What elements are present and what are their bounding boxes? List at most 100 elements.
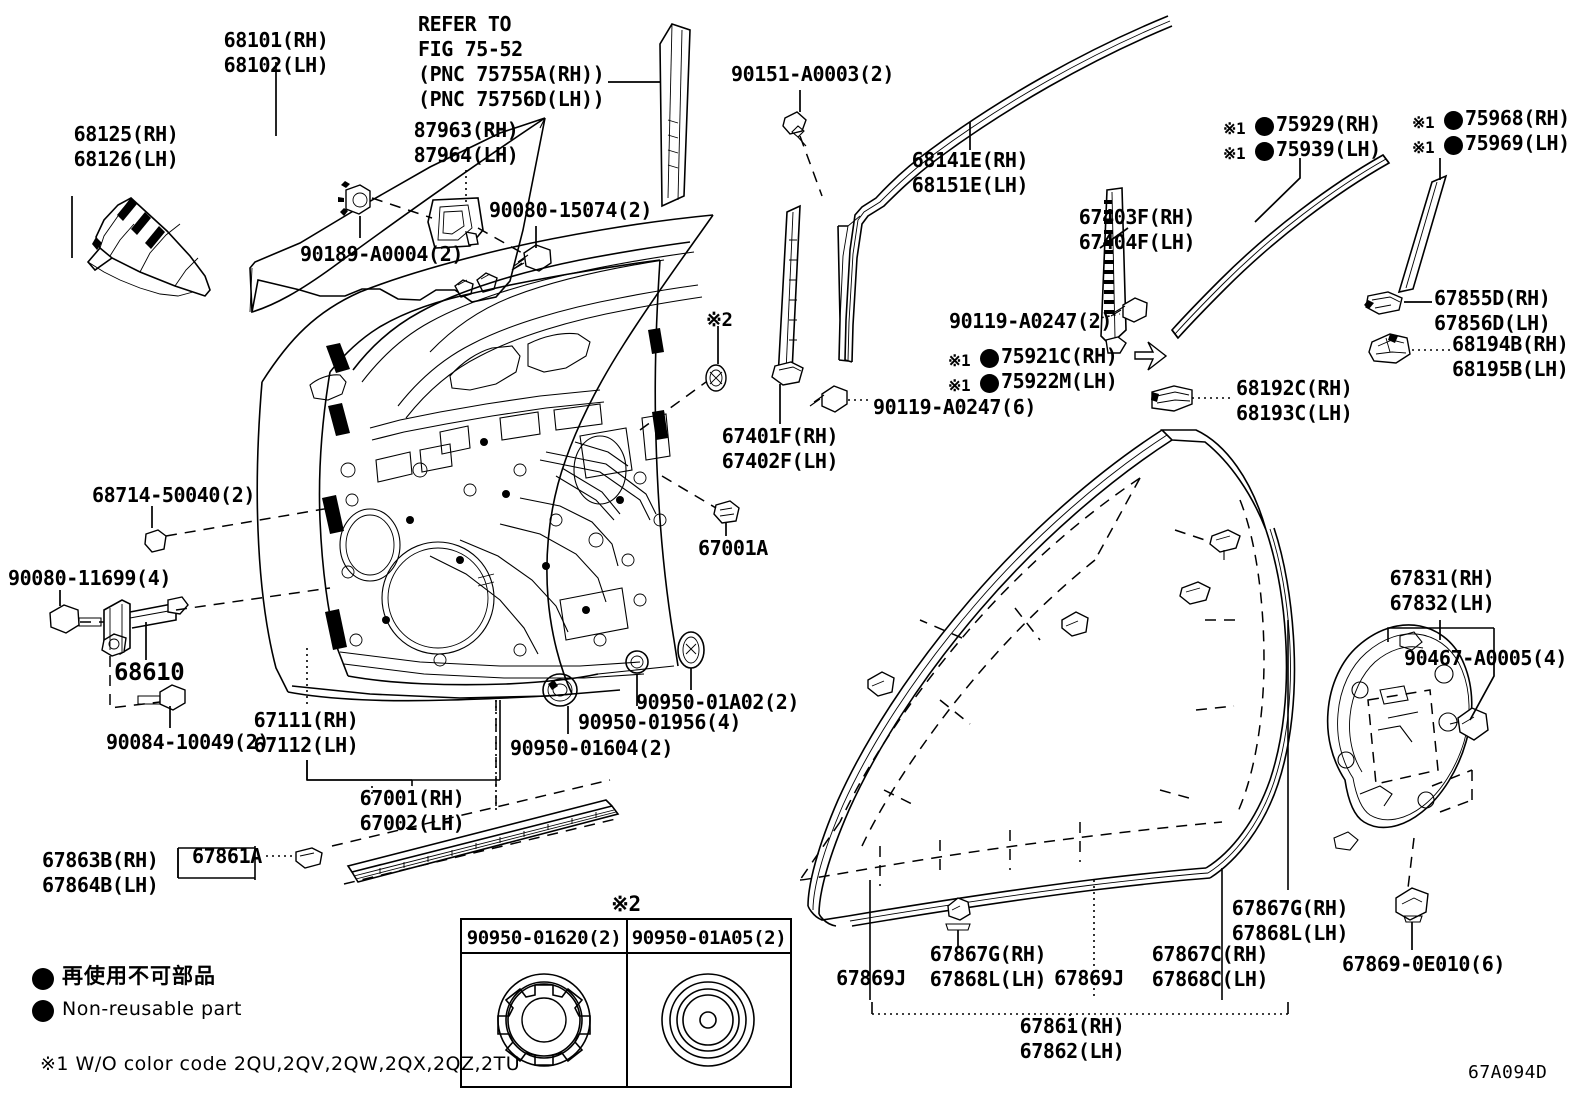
- weatherstrip-clip: [1061, 611, 1089, 637]
- clip-90467-A0005: [1449, 707, 1489, 741]
- label-glass-main: 68101(RH) 68102(LH): [223, 28, 329, 77]
- bolt-90080-11699: [49, 604, 102, 634]
- label-plug-90950-01604: 90950-01604(2): [510, 736, 673, 760]
- label-tape-75922M: 75922M(LH): [1001, 369, 1118, 393]
- non-reusable-dot: [1444, 111, 1463, 130]
- label-plug-90950-01A02: 90950-01A02(2): [636, 690, 799, 714]
- clip-67869-0E010: [1395, 887, 1429, 923]
- label-clip-67869-0E010: 67869-0E010(6): [1342, 952, 1505, 976]
- door-panel-assembly-illustration: [256, 214, 714, 702]
- label-mirror-cover: 87963(RH) 87964(LH): [413, 118, 519, 167]
- label-clip-90189: 90189-A0004(2): [300, 242, 463, 266]
- label-clip-68714: 68714-50040(2): [92, 483, 255, 507]
- clip-68714-50040: [144, 529, 167, 553]
- label-clip-68192C: 68192C(RH) 68193C(LH): [1236, 376, 1353, 425]
- legend-note-en: Non-reusable part: [62, 998, 242, 1020]
- label-clip-67867C: 67867C(RH) 67868C(LH): [1151, 942, 1269, 991]
- label-bolt-90119-2: 90119-A0247(2): [949, 309, 1112, 333]
- legend-color-note: ※1 W/O color code 2QU,2QV,2QW,2QX,2QZ,2T…: [40, 1053, 521, 1075]
- weatherstrip-67861-illustration: [799, 429, 1296, 931]
- label-tape-75922M-mark: ※1: [948, 376, 971, 395]
- label-run-front: 67403F(RH) 67404F(LH): [1078, 205, 1196, 254]
- grommet-mark2-small: [705, 364, 727, 392]
- bolt-90119-A0247-6: [809, 385, 848, 413]
- legend-col-1-part-no: 90950-01A05(2): [631, 927, 787, 949]
- glass-corner-run-illustration: [86, 197, 211, 297]
- label-tape-75921C: 75921C(RH): [1001, 344, 1118, 368]
- glass-run-67401F: [771, 204, 804, 386]
- label-clip-67869J-right: 67869J: [1054, 966, 1124, 990]
- non-reusable-dot: [980, 349, 999, 368]
- label-tape-75968: 75968(RH): [1465, 106, 1570, 130]
- clip-68194B-illustration: [1368, 333, 1411, 364]
- label-plug-67001A: 67001A: [698, 536, 768, 560]
- label-clip-67855D: 67855D(RH) 67856D(LH): [1434, 286, 1551, 335]
- label-check-68610: 68610: [114, 658, 185, 686]
- label-clip-67869J-left: 67869J: [836, 966, 906, 990]
- legend-table-vertical-divider: [626, 920, 628, 1086]
- label-clip-90467: 90467-A0005(4): [1404, 646, 1567, 670]
- screw-90080-15074: [511, 244, 552, 272]
- bolt-90151-A0003: [782, 111, 807, 147]
- arrow-marker-75921C: [1134, 341, 1168, 371]
- label-tape-75929: 75929(RH): [1276, 112, 1381, 136]
- plug-90950-01604: [542, 673, 578, 707]
- label-refer-to: REFER TO FIG 75-52 (PNC 75755A(RH)) (PNC…: [418, 12, 605, 111]
- legend-col-0-part-no: 90950-01620(2): [466, 927, 622, 949]
- pillar-garnish-strip: [659, 23, 691, 208]
- label-tape-75921C-mark: ※1: [948, 351, 971, 370]
- non-reusable-dot: [1444, 136, 1463, 155]
- weatherstrip-clip: [1179, 581, 1211, 605]
- bolt-90119-A0247-lower: [1110, 297, 1148, 323]
- label-bolt-90151: 90151-A0003(2): [731, 62, 894, 86]
- leader-lines: [59, 62, 1495, 1032]
- label-tape-75969: 75969(LH): [1465, 131, 1570, 155]
- label-clip-67861A: 67861A: [192, 844, 262, 868]
- label-tape-75968-mark: ※1: [1412, 113, 1435, 132]
- label-tape-75969-mark: ※1: [1412, 138, 1435, 157]
- label-belt-moulding: 68141E(RH) 68151E(LH): [911, 148, 1029, 197]
- label-bolt-90080-11699: 90080-11699(4): [8, 566, 171, 590]
- label-clip-67867G: 67867G(RH) 67868L(LH): [929, 942, 1047, 991]
- clip-68192C-illustration: [1151, 385, 1193, 412]
- clip-67855D-illustration: [1364, 291, 1403, 315]
- tape-75968-strip: [1397, 174, 1448, 294]
- non-reusable-legend-dot-en: [32, 1000, 54, 1022]
- legend-table: [460, 918, 792, 1088]
- weatherstrip-clip: [945, 897, 971, 931]
- label-screw-90080-15074: 90080-15074(2): [489, 198, 652, 222]
- diagram-id-code: 67A094D: [1468, 1062, 1548, 1083]
- label-tape-75939: 75939(LH): [1276, 137, 1381, 161]
- plug-90950-01956: [625, 650, 649, 674]
- label-moulding-67863B: 67863B(RH) 67864B(LH): [42, 848, 159, 897]
- legend-table-header-divider: [462, 952, 790, 954]
- non-reusable-dot: [1255, 142, 1274, 161]
- label-tape-75939-mark: ※1: [1223, 144, 1246, 163]
- plug-67001A-illustration: [713, 500, 740, 524]
- door-check-68610-illustration: [101, 596, 189, 657]
- non-reusable-dot: [1255, 117, 1274, 136]
- label-bolt-90084: 90084-10049(2): [106, 730, 269, 754]
- legend-mark-2: ※2: [611, 892, 641, 916]
- label-door-assy: 67001(RH) 67002(LH): [359, 786, 465, 835]
- label-tape-75929-mark: ※1: [1223, 119, 1246, 138]
- weatherstrip-clip: [867, 671, 895, 697]
- push-clip-90189: [338, 181, 371, 216]
- label-clip-67867G-right: 67867G(RH) 67868L(LH): [1231, 896, 1349, 945]
- label-mark-2-door: ※2: [706, 309, 733, 331]
- label-clip-68194B: 68194B(RH) 68195B(LH): [1452, 332, 1569, 381]
- label-plug-90950-01956: 90950-01956(4): [578, 710, 741, 734]
- plug-90950-01A02: [677, 631, 705, 669]
- label-weather-67861: 67861(RH) 67862(LH): [1019, 1014, 1125, 1063]
- mirror-cover-illustration: [427, 197, 484, 249]
- bolt-90084-10049: [137, 684, 186, 711]
- label-cover-67831: 67831(RH) 67832(LH): [1389, 566, 1495, 615]
- weatherstrip-clip: [1209, 529, 1241, 560]
- label-bolt-90119-6: 90119-A0247(6): [873, 395, 1036, 419]
- non-reusable-dot: [980, 374, 999, 393]
- label-run-rear: 67401F(RH) 67402F(LH): [721, 424, 839, 473]
- label-glass-corner: 68125(RH) 68126(LH): [73, 122, 179, 171]
- legend-note-jp: 再使用不可部品: [62, 964, 216, 988]
- non-reusable-legend-dot-jp: [32, 968, 54, 990]
